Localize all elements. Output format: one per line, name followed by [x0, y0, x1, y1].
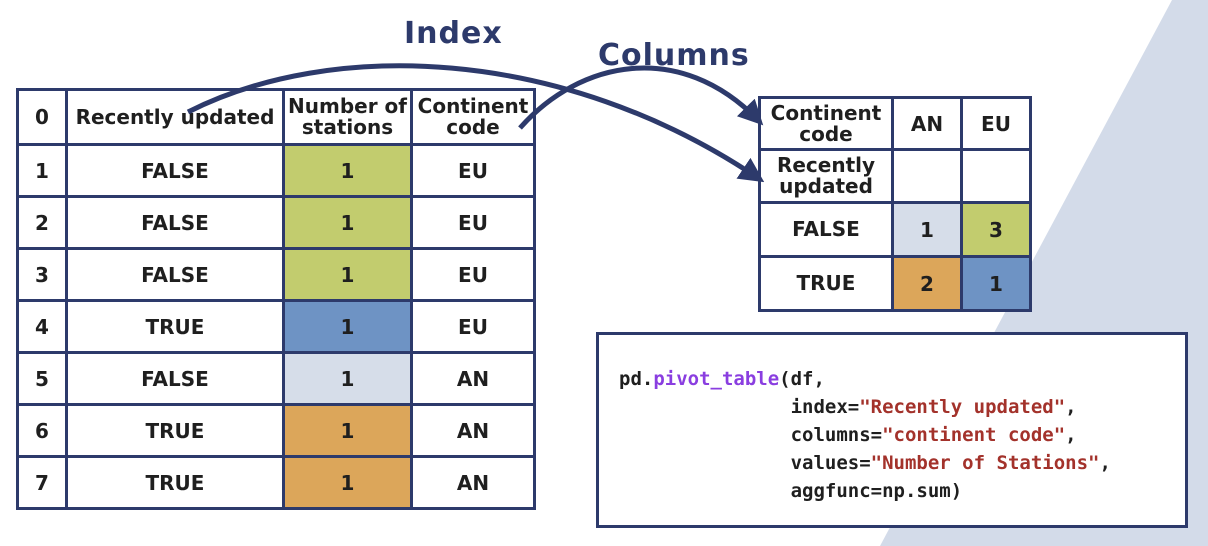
- pivot-column-label: EU: [960, 96, 1032, 151]
- stations-cell: 1: [282, 143, 413, 198]
- pivot-row: TRUE 2 1: [758, 255, 1032, 312]
- pivot-row-label: TRUE: [758, 255, 894, 312]
- code-columns-value: "continent code": [882, 424, 1066, 446]
- row-index: 6: [16, 403, 68, 458]
- continent-cell: EU: [410, 143, 536, 198]
- header-index: 0: [16, 88, 68, 146]
- code-values-value: "Number of Stations": [870, 452, 1100, 474]
- pivot-value-cell: 1: [960, 255, 1032, 312]
- code-aggfunc: aggfunc=np.sum): [790, 480, 963, 502]
- row-index: 7: [16, 455, 68, 510]
- continent-cell: EU: [410, 247, 536, 302]
- code-snippet: pd.pivot_table(df, index="Recently updat…: [619, 368, 1111, 502]
- row-index: 3: [16, 247, 68, 302]
- header-continent-code: Continent code: [410, 88, 536, 146]
- pivot-table: Continent code AN EU Recently updated FA…: [758, 96, 1032, 312]
- table-row: 1 FALSE 1 EU: [16, 143, 536, 198]
- continent-cell: AN: [410, 351, 536, 406]
- code-function: pivot_table: [653, 368, 780, 390]
- stations-cell: 1: [282, 351, 413, 406]
- pivot-index-header: Recently updated: [758, 148, 894, 204]
- stations-cell: 1: [282, 299, 413, 354]
- table-row: 7 TRUE 1 AN: [16, 455, 536, 510]
- header-recently-updated: Recently updated: [65, 88, 285, 146]
- recently-updated-cell: FALSE: [65, 195, 285, 250]
- table-row: 3 FALSE 1 EU: [16, 247, 536, 302]
- pivot-empty-cell: [891, 148, 963, 204]
- recently-updated-cell: TRUE: [65, 299, 285, 354]
- pivot-index-header-row: Recently updated: [758, 148, 1032, 204]
- stations-cell: 1: [282, 455, 413, 510]
- pivot-columns-header: Continent code: [758, 96, 894, 151]
- row-index: 2: [16, 195, 68, 250]
- continent-cell: EU: [410, 299, 536, 354]
- code-index-value: "Recently updated": [859, 396, 1066, 418]
- recently-updated-cell: FALSE: [65, 351, 285, 406]
- code-values-key: values=: [790, 452, 871, 474]
- code-columns-key: columns=: [790, 424, 883, 446]
- code-index-key: index=: [790, 396, 860, 418]
- pivot-row: FALSE 1 3: [758, 201, 1032, 258]
- pivot-row-label: FALSE: [758, 201, 894, 258]
- table-header-row: 0 Recently updated Number of stations Co…: [16, 88, 536, 146]
- stations-cell: 1: [282, 247, 413, 302]
- pivot-value-cell: 1: [891, 201, 963, 258]
- table-row: 5 FALSE 1 AN: [16, 351, 536, 406]
- stations-cell: 1: [282, 403, 413, 458]
- columns-label: Columns: [598, 38, 750, 73]
- pivot-value-cell: 2: [891, 255, 963, 312]
- code-prefix: pd.: [619, 368, 654, 390]
- table-row: 2 FALSE 1 EU: [16, 195, 536, 250]
- pivot-empty-cell: [960, 148, 1032, 204]
- recently-updated-cell: FALSE: [65, 143, 285, 198]
- row-index: 4: [16, 299, 68, 354]
- index-label: Index: [404, 16, 503, 51]
- code-open: (df,: [779, 368, 825, 390]
- pivot-column-label: AN: [891, 96, 963, 151]
- recently-updated-cell: FALSE: [65, 247, 285, 302]
- table-row: 4 TRUE 1 EU: [16, 299, 536, 354]
- continent-cell: AN: [410, 455, 536, 510]
- recently-updated-cell: TRUE: [65, 403, 285, 458]
- row-index: 1: [16, 143, 68, 198]
- table-row: 6 TRUE 1 AN: [16, 403, 536, 458]
- stations-cell: 1: [282, 195, 413, 250]
- source-table: 0 Recently updated Number of stations Co…: [16, 88, 536, 510]
- continent-cell: AN: [410, 403, 536, 458]
- continent-cell: EU: [410, 195, 536, 250]
- row-index: 5: [16, 351, 68, 406]
- pivot-columns-header-row: Continent code AN EU: [758, 96, 1032, 151]
- recently-updated-cell: TRUE: [65, 455, 285, 510]
- header-number-of-stations: Number of stations: [282, 88, 413, 146]
- pivot-value-cell: 3: [960, 201, 1032, 258]
- code-box: pd.pivot_table(df, index="Recently updat…: [596, 332, 1188, 528]
